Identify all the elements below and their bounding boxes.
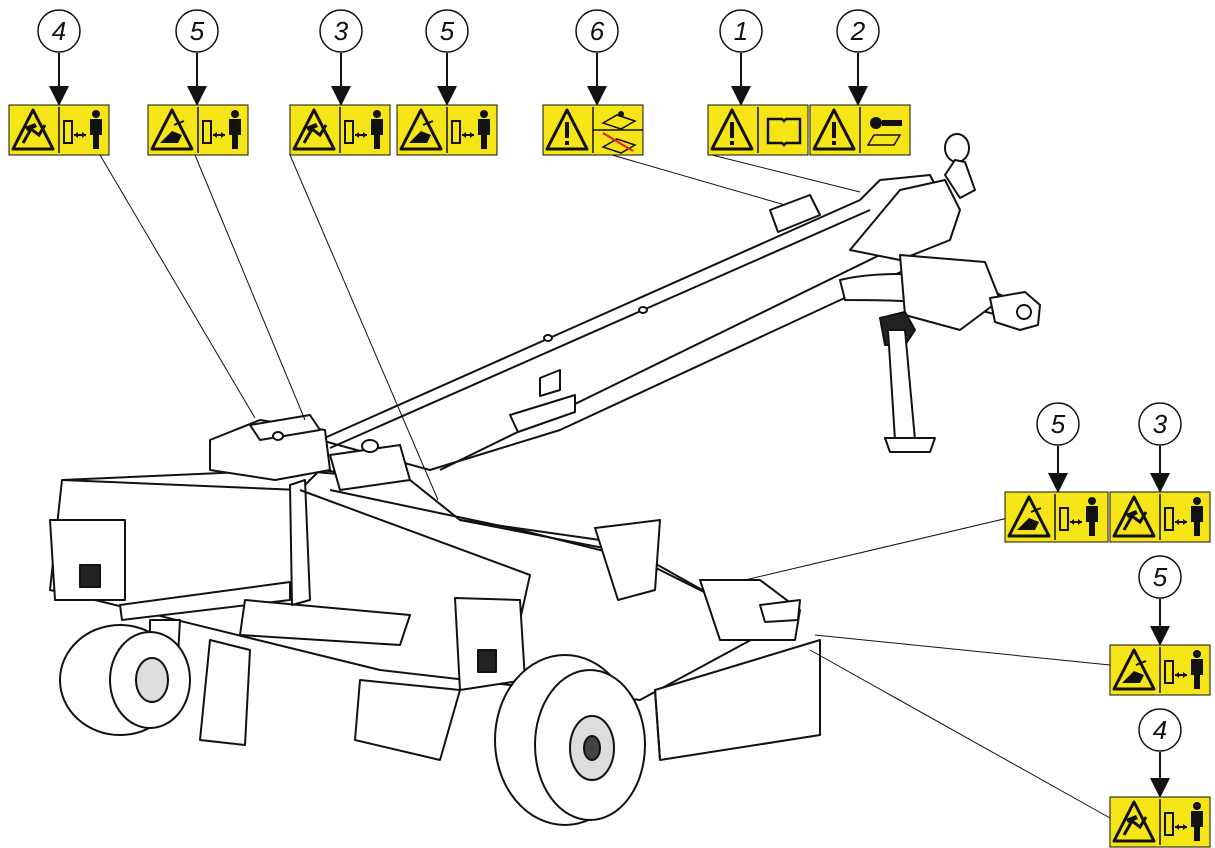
callout-2: 2: [809, 9, 911, 156]
callout-3: 3: [1109, 402, 1211, 543]
decal-crush-hazard: [1109, 796, 1211, 848]
callout-5: 5: [396, 9, 498, 156]
callout-circle: [175, 9, 219, 53]
callout-circle: [37, 9, 81, 53]
callout-4: 4: [8, 9, 110, 156]
decal-hand-hazard: [147, 104, 249, 156]
callout-4: 4: [1109, 708, 1211, 848]
callout-circle: [425, 9, 469, 53]
callout-circle: [1138, 555, 1182, 599]
decal-crush-hazard: [289, 104, 391, 156]
drawbar: [319, 174, 946, 471]
callout-circle: [719, 9, 763, 53]
leader-lines: [99, 154, 1111, 819]
callout-5: 5: [1004, 402, 1109, 543]
callout-number: 5: [190, 16, 205, 46]
cutter-body: [49, 414, 821, 761]
callout-3: 3: [289, 9, 391, 156]
callout-number: 2: [850, 16, 866, 46]
callout-number: 6: [590, 16, 605, 46]
decal-crush-hazard: [1109, 491, 1211, 543]
decal-crush-hazard: [8, 104, 110, 156]
decal-hitch-info: [809, 104, 911, 156]
callout-circle: [1138, 402, 1182, 446]
callout-1: 1: [707, 9, 809, 156]
decal-read-manual: [707, 104, 809, 156]
right-wheel: [494, 654, 646, 826]
callout-number: 1: [734, 16, 748, 46]
callout-6: 6: [542, 9, 644, 156]
left-wheel: [59, 624, 191, 736]
callout-number: 4: [52, 16, 66, 46]
callout-5: 5: [1109, 555, 1211, 696]
decal-hand-hazard: [1109, 644, 1211, 696]
hitch-assembly: [839, 133, 1041, 346]
jack-stand: [884, 329, 936, 453]
callout-circle: [1138, 708, 1182, 752]
callout-circle: [1036, 402, 1080, 446]
callout-number: 4: [1153, 715, 1167, 745]
decal-hand-hazard: [396, 104, 498, 156]
callout-circle: [836, 9, 880, 53]
callout-circle: [319, 9, 363, 53]
callout-number: 5: [440, 16, 455, 46]
callout-number: 3: [1153, 409, 1168, 439]
callout-group: 4 5 3 5 6 1 2 5 3 5 4: [8, 9, 1211, 848]
mower-conditioner-drawing: [49, 133, 1041, 826]
decal-lubrication: [542, 104, 644, 156]
decal-hand-hazard: [1004, 491, 1109, 543]
callout-number: 3: [334, 16, 349, 46]
callout-5: 5: [147, 9, 249, 156]
callout-number: 5: [1153, 562, 1168, 592]
callout-number: 5: [1051, 409, 1066, 439]
callout-circle: [575, 9, 619, 53]
